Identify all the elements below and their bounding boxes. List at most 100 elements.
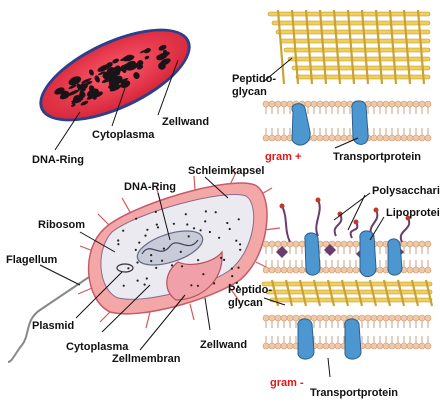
cut-notch [166,250,223,301]
lipid-head [322,134,330,142]
ribosome [117,239,120,242]
dna-blob [158,62,166,70]
gram-negative-leaders [263,192,385,378]
sugar-chain [399,217,411,243]
lipid-head [322,100,330,108]
ribosome [214,211,217,214]
lipid-head [274,100,282,108]
lipid-head [292,314,300,322]
lipid-head [328,342,336,350]
lipid-head [418,240,426,248]
lipid-head [400,314,408,322]
dna-blob [76,83,82,89]
lipid-head [274,342,282,350]
dna-blob [162,51,170,57]
lipid-head [376,100,384,108]
lipid-head [322,342,330,350]
ribosome [138,241,141,244]
bottom-cytoplasm-label: Cytoplasma [66,341,129,353]
dna-blob [97,71,106,76]
lipid-head [262,342,270,350]
lipid-head [328,314,336,322]
lipid-head [262,100,270,108]
lipid-head [262,314,270,322]
peptido-bridge [360,9,370,85]
gram-positive-wall [262,9,432,146]
lipid-head [382,134,390,142]
lipid-head [268,134,276,142]
polysaccharide-chains [276,197,411,260]
dna-blob [71,79,77,83]
peptido-bridge [340,279,350,307]
lipid-head [340,100,348,108]
lipid-head [412,134,420,142]
peptido-bridge [270,279,280,307]
lipid-head [370,134,378,142]
dna-blob [81,78,92,84]
ribosome [208,230,211,234]
lipid-head [262,240,270,248]
peptido-bridge [312,279,322,307]
lipid-head [310,134,318,142]
lipid-head [286,314,294,322]
dna-blob [133,72,140,80]
lipid-head [424,134,432,142]
lipid-head [406,240,414,248]
lipid-head [388,100,396,108]
dna-blob [144,55,150,60]
ribosome [199,229,202,232]
ribosome [220,256,223,259]
lipid-head [262,134,270,142]
pilus [193,175,196,191]
dna-blob [66,89,80,97]
lipid-head [274,240,282,248]
ribosome [136,279,139,282]
lipid-head [268,342,276,350]
peptido-bridge [416,9,426,85]
ribosome [235,239,238,242]
pilus [121,197,131,213]
lipid-head [412,266,420,274]
bottom-dna-label: DNA-Ring [124,181,176,193]
dna-blob [97,64,111,72]
dna-blob [137,60,144,66]
gram-negative-label: gram - [270,377,304,389]
lipid-head [424,314,432,322]
lipid-head [334,314,342,322]
peptido-bridge [354,279,364,307]
lipid-head [406,314,414,322]
lipid-head [412,100,420,108]
lipid-head [400,100,408,108]
lipid-head [382,100,390,108]
membrane-label: Zellmembran [112,353,181,365]
lipid-head [310,314,318,322]
lipid-head [358,314,366,322]
dna-blob [71,103,76,107]
ribosome [196,284,199,287]
top-cytoplasm-label: Cytoplasma [92,129,155,141]
top-dna-label: DNA-Ring [32,154,84,166]
dna-blob [104,75,117,82]
lipid-head [310,100,318,108]
ribosome [146,228,149,231]
ribosome [223,258,226,261]
peptido-bridge [284,279,294,307]
gram-positive-peptidoglycan [267,9,431,85]
ribosome [186,223,189,226]
lipid-head [274,266,282,274]
gram-positive-glycan-label: glycan [232,86,267,98]
sugar-tip [337,211,343,217]
ribosome [230,267,233,270]
ribosome [136,261,139,264]
lipid-head [268,240,276,248]
lipid-head [418,134,426,142]
lipid-head [298,266,306,274]
ribosome [237,266,240,269]
sugar-tip [353,219,359,225]
lipid-head [346,240,354,248]
lipid-head [298,240,306,248]
ribosome [204,210,207,213]
lipid-head [376,266,384,274]
sugar-anchor [276,246,288,258]
peptido-bridge [298,279,308,307]
